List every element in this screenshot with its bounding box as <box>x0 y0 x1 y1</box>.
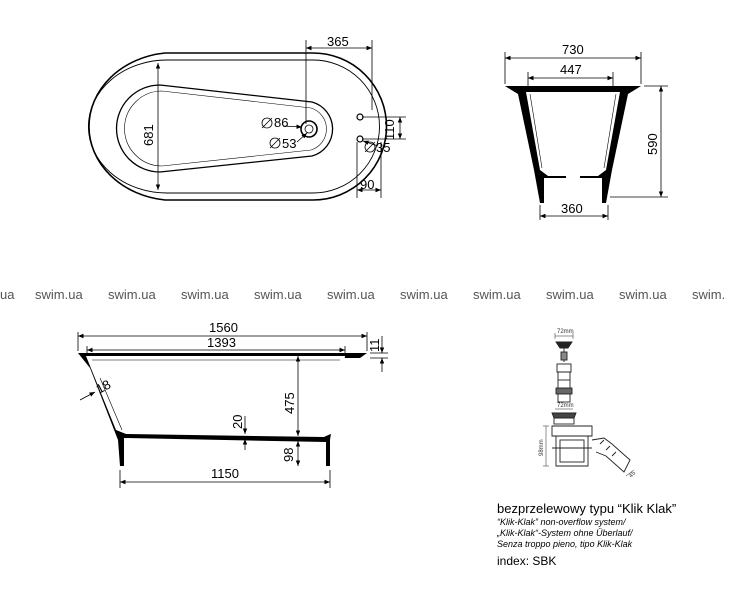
dim-110: 110 <box>382 119 397 140</box>
caption-line-it: Senza troppo pieno, tipo Klik-Klak <box>497 539 633 549</box>
dim-590: 590 <box>645 133 660 155</box>
drain-assembly-drawing <box>543 333 635 477</box>
caption-line-de: „Klik-Klak“-System ohne Überlauf/ <box>497 528 633 538</box>
dim-18: 18 <box>93 377 113 397</box>
watermark: swim.ua <box>619 287 667 302</box>
dim-1393: 1393 <box>207 335 236 350</box>
tub-basin-inner-line <box>124 90 327 167</box>
dim-360: 360 <box>561 201 583 216</box>
watermark-row: ua swim.ua swim.ua swim.ua swim.ua swim.… <box>0 287 725 302</box>
front-view <box>78 353 367 466</box>
drain-label-mid: 72mm <box>557 403 574 409</box>
dim-11: 11 <box>367 339 382 353</box>
dim-365: 365 <box>327 34 349 49</box>
tub-rim-line <box>87 59 380 194</box>
side-view <box>505 86 641 203</box>
dim-1560: 1560 <box>209 320 238 335</box>
watermark: swim.ua <box>473 287 521 302</box>
top-view-dimensions <box>155 40 406 198</box>
caption-title: bezprzelewowy typu “Klik Klak” <box>497 501 677 516</box>
product-index: index: SBK <box>497 554 557 568</box>
dim-1150: 1150 <box>211 466 239 481</box>
watermark: swim.ua <box>181 287 229 302</box>
drain-circle <box>300 120 318 138</box>
side-view-dimensions <box>504 52 668 220</box>
dim-dia-53: 53 <box>282 136 296 151</box>
dim-681: 681 <box>141 124 156 146</box>
drain-label-angle: 45 <box>628 470 637 479</box>
watermark-fragment-right: swim. <box>692 287 725 302</box>
watermark: swim.ua <box>108 287 156 302</box>
tub-basin-outline <box>115 84 334 173</box>
drain-caption: bezprzelewowy typu “Klik Klak” “Klik-Kla… <box>497 501 727 569</box>
dim-90: 90 <box>360 177 374 192</box>
dim-98: 98 <box>281 448 296 462</box>
watermark: swim.ua <box>254 287 302 302</box>
tub-outer-outline <box>88 52 388 201</box>
watermark: swim.ua <box>35 287 83 302</box>
drain-label-side: 98mm <box>539 439 545 456</box>
drain-label-top: 72mm <box>557 329 574 335</box>
top-view <box>87 52 388 201</box>
dim-20: 20 <box>230 415 245 429</box>
watermark: swim.ua <box>546 287 594 302</box>
dim-475: 475 <box>282 392 297 414</box>
watermark: swim.ua <box>327 287 375 302</box>
caption-line-en: “Klik-Klak” non-overflow system/ <box>497 517 626 527</box>
dim-dia-86: 86 <box>274 115 288 130</box>
watermark-fragment-left: ua <box>0 287 15 302</box>
dim-730: 730 <box>562 42 584 57</box>
front-view-dimensions <box>77 332 388 488</box>
dim-447: 447 <box>560 62 582 77</box>
dim-dia-35: 35 <box>376 140 390 155</box>
watermark: swim.ua <box>400 287 448 302</box>
